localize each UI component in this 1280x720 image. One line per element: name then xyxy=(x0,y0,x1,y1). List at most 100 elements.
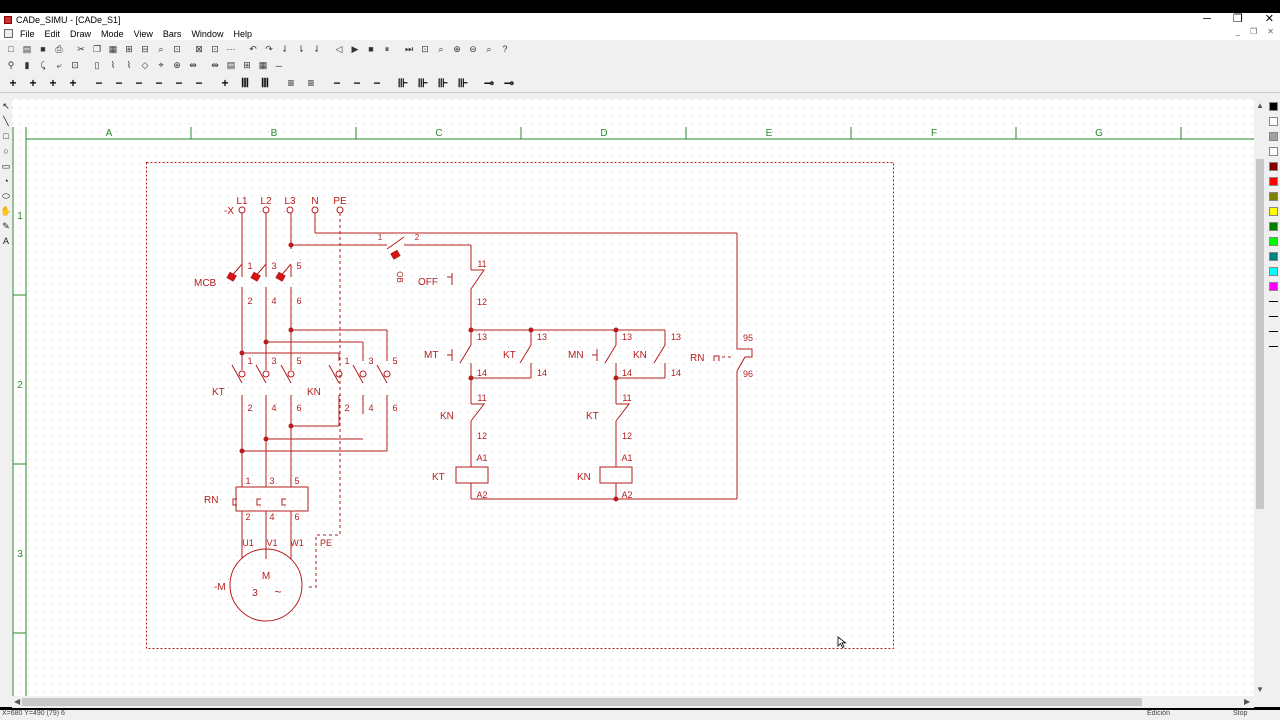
menu-window[interactable]: Window xyxy=(191,28,224,39)
toolbar3-button-18[interactable]: ⊪ xyxy=(397,76,409,90)
toolbar3-button-20[interactable]: ⊪ xyxy=(437,76,449,90)
draw-tool-3[interactable]: ○ xyxy=(3,146,9,156)
toolbar3-button-11[interactable]: Ⅲ xyxy=(240,76,250,90)
menu-draw[interactable]: Draw xyxy=(70,28,92,39)
scroll-down-icon[interactable]: ▼ xyxy=(1256,685,1264,694)
draw-tool-1[interactable]: ╲ xyxy=(3,115,9,126)
toolbar1-button-12[interactable]: ⊡ xyxy=(211,43,219,54)
toolbar1-button-26[interactable]: ⊕ xyxy=(453,43,461,54)
toolbar1-button-15[interactable]: ↷ xyxy=(265,43,273,54)
toolbar3-button-22[interactable]: ⊸ xyxy=(483,76,495,90)
toolbar1-button-8[interactable]: ⊟ xyxy=(141,43,149,54)
toolbar1-button-10[interactable]: ⊡ xyxy=(173,43,181,54)
toolbar1-button-13[interactable]: ⋯ xyxy=(226,43,236,54)
minimize-button[interactable]: ─ xyxy=(1203,13,1211,25)
close-button[interactable]: ✕ xyxy=(1264,13,1274,25)
menu-view[interactable]: View xyxy=(133,28,153,39)
toolbar2-button-5[interactable]: ▯ xyxy=(94,60,100,70)
toolbar1-button-25[interactable]: ⌕ xyxy=(438,43,444,54)
toolbar2-button-2[interactable]: ⤹ xyxy=(40,60,46,70)
toolbar1-button-24[interactable]: ⊡ xyxy=(421,43,429,54)
toolbar2-button-4[interactable]: ⊡ xyxy=(71,60,79,70)
line-style-3[interactable] xyxy=(1268,346,1278,347)
toolbar1-button-20[interactable]: ▶ xyxy=(351,43,359,54)
drawing-canvas[interactable]: ABCDEFGH123 L1L2L3NPE-X123456MCB123456KT… xyxy=(12,99,1256,696)
scroll-left-icon[interactable]: ◀ xyxy=(14,697,21,706)
draw-tool-6[interactable]: ⬭ xyxy=(2,190,10,201)
toolbar2-button-0[interactable]: ⚲ xyxy=(7,60,15,70)
vertical-scroll-thumb[interactable] xyxy=(1256,159,1264,509)
toolbar3-button-13[interactable]: ≡ xyxy=(287,76,295,90)
draw-tool-5[interactable]: ◔ xyxy=(3,176,9,186)
horizontal-scroll-thumb[interactable] xyxy=(22,698,1142,706)
draw-tool-8[interactable]: ✎ xyxy=(2,220,10,231)
toolbar1-button-16[interactable]: ⇃ xyxy=(281,43,289,54)
vertical-scrollbar[interactable]: ▲ ▼ xyxy=(1254,99,1266,696)
toolbar3-button-2[interactable]: + xyxy=(49,76,57,90)
toolbar1-button-17[interactable]: ⇂ xyxy=(297,43,305,54)
toolbar3-button-1[interactable]: + xyxy=(29,76,37,90)
toolbar1-button-29[interactable]: ? xyxy=(502,44,508,54)
color-swatch-10[interactable] xyxy=(1268,252,1278,261)
draw-tool-2[interactable]: □ xyxy=(3,131,9,141)
toolbar2-button-13[interactable]: ▤ xyxy=(226,60,236,70)
color-swatch-0[interactable] xyxy=(1268,102,1278,111)
toolbar1-button-6[interactable]: ▦ xyxy=(108,43,118,54)
line-style-1[interactable] xyxy=(1268,316,1278,317)
toolbar3-button-15[interactable]: − xyxy=(333,76,341,90)
toolbar3-button-8[interactable]: − xyxy=(175,76,183,90)
scroll-right-icon[interactable]: ▶ xyxy=(1244,697,1251,706)
scroll-up-icon[interactable]: ▲ xyxy=(1256,101,1264,110)
color-swatch-3[interactable] xyxy=(1268,147,1278,156)
toolbar2-button-9[interactable]: ⌖ xyxy=(158,60,164,70)
toolbar2-button-7[interactable]: ⌇ xyxy=(126,60,132,70)
toolbar3-button-4[interactable]: − xyxy=(95,76,103,90)
horizontal-scrollbar[interactable]: ◀ ▶ xyxy=(12,696,1254,708)
color-swatch-7[interactable] xyxy=(1268,207,1278,216)
color-swatch-8[interactable] xyxy=(1268,222,1278,231)
toolbar1-button-22[interactable]: ⏸ xyxy=(384,43,390,54)
toolbar1-button-4[interactable]: ✂ xyxy=(77,43,85,54)
toolbar1-button-23[interactable]: ⏭ xyxy=(404,43,414,54)
toolbar1-button-19[interactable]: ◁ xyxy=(335,43,343,54)
toolbar1-button-21[interactable]: ■ xyxy=(368,44,374,54)
toolbar3-button-14[interactable]: ≡ xyxy=(307,76,315,90)
toolbar2-button-3[interactable]: ⤶ xyxy=(56,60,62,70)
toolbar1-button-0[interactable]: □ xyxy=(8,44,14,54)
toolbar1-button-7[interactable]: ⊞ xyxy=(125,43,133,54)
toolbar3-button-23[interactable]: ⊸ xyxy=(503,76,515,90)
color-swatch-11[interactable] xyxy=(1268,267,1278,276)
toolbar1-button-11[interactable]: ⊠ xyxy=(195,43,203,54)
line-style-2[interactable] xyxy=(1268,331,1278,332)
toolbar3-button-12[interactable]: Ⅲ xyxy=(260,76,270,90)
toolbar1-button-27[interactable]: ⊖ xyxy=(469,43,477,54)
toolbar3-button-5[interactable]: − xyxy=(115,76,123,90)
toolbar1-button-18[interactable]: ⇃ xyxy=(313,43,321,54)
color-swatch-12[interactable] xyxy=(1268,282,1278,291)
toolbar2-button-15[interactable]: ▦ xyxy=(258,60,268,70)
toolbar3-button-3[interactable]: + xyxy=(69,76,77,90)
toolbar3-button-7[interactable]: − xyxy=(155,76,163,90)
draw-tool-0[interactable]: ↖ xyxy=(2,100,10,111)
toolbar3-button-16[interactable]: − xyxy=(353,76,361,90)
schematic-sheet[interactable]: ABCDEFGH123 L1L2L3NPE-X123456MCB123456KT… xyxy=(12,99,1256,696)
toolbar1-button-2[interactable]: ■ xyxy=(40,44,46,54)
toolbar2-button-16[interactable]: ─ xyxy=(275,60,283,71)
toolbar1-button-9[interactable]: ⌕ xyxy=(158,43,164,54)
color-swatch-6[interactable] xyxy=(1268,192,1278,201)
toolbar2-button-6[interactable]: ⌇ xyxy=(110,60,116,70)
toolbar2-button-11[interactable]: ⇹ xyxy=(189,60,197,70)
color-swatch-5[interactable] xyxy=(1268,177,1278,186)
maximize-button[interactable]: ❐ xyxy=(1232,13,1243,25)
document-icon[interactable] xyxy=(4,29,13,38)
toolbar3-button-21[interactable]: ⊪ xyxy=(457,76,469,90)
line-style-0[interactable] xyxy=(1268,301,1278,302)
draw-tool-9[interactable]: A xyxy=(2,236,9,246)
toolbar3-button-17[interactable]: − xyxy=(373,76,381,90)
toolbar3-button-10[interactable]: + xyxy=(221,76,229,90)
toolbar1-button-3[interactable]: ⎙ xyxy=(55,43,63,54)
menu-bars[interactable]: Bars xyxy=(162,28,182,39)
toolbar2-button-14[interactable]: ⊞ xyxy=(243,60,251,70)
toolbar2-button-1[interactable]: ▮ xyxy=(24,60,30,70)
toolbar1-button-14[interactable]: ↶ xyxy=(249,43,257,54)
